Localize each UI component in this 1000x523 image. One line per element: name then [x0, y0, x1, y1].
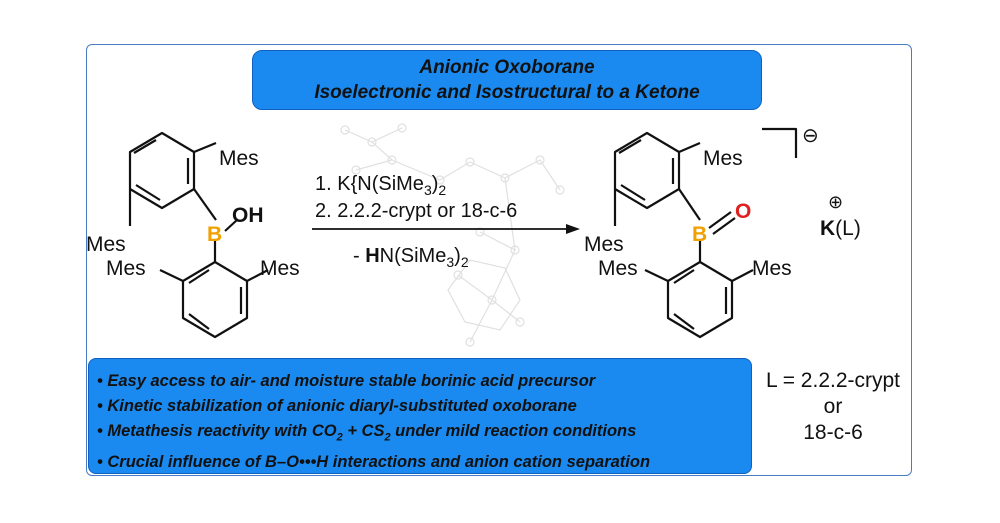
product-structure [613, 127, 798, 339]
anion-charge-icon: ⊖ [802, 125, 819, 147]
reactant-structure [128, 131, 269, 339]
reactant-mes-top: Mes [219, 147, 259, 170]
reactant-hydroxyl: OH [232, 204, 264, 227]
cation-charge-icon: ⊕ [828, 192, 843, 212]
crystal-structure-backdrop [340, 123, 565, 347]
product-mes-lower-right: Mes [752, 257, 792, 280]
ligand-definition: L = 2.2.2-crypt or 18-c-6 [760, 368, 906, 446]
counterion-label: K(L) [820, 217, 861, 240]
highlight-4: • Crucial influence of B–O•••H interacti… [97, 453, 651, 472]
reactant-mes-lower-left: Mes [106, 257, 146, 280]
product-mes-lower-left: Mes [598, 257, 638, 280]
ligand-line-2: or [823, 395, 843, 418]
highlight-1: • Easy access to air- and moisture stabl… [97, 372, 596, 390]
reactant-mes-left: Mes [86, 233, 126, 256]
highlights-box: • Easy access to air- and moisture stabl… [88, 358, 752, 474]
highlight-3: • Metathesis reactivity with CO2 + CS2 u… [97, 422, 637, 444]
title-banner: Anionic Oxoborane Isoelectronic and Isos… [252, 50, 762, 110]
product-oxygen: O [735, 200, 751, 223]
highlight-2: • Kinetic stabilization of anionic diary… [97, 397, 577, 415]
title-line-1: Anionic Oxoborane [419, 57, 595, 78]
product-boron: B [692, 223, 707, 246]
product-mes-left: Mes [584, 233, 624, 256]
ligand-line-3: 18-c-6 [803, 421, 863, 444]
reactant-mes-lower-right: Mes [260, 257, 300, 280]
condition-step-1: 1. K{N(SiMe3)2 [315, 173, 446, 198]
title-line-2: Isoelectronic and Isostructural to a Ket… [314, 82, 700, 103]
condition-step-2: 2. 2.2.2-crypt or 18-c-6 [315, 200, 517, 222]
ligand-line-1: L = 2.2.2-crypt [765, 369, 901, 392]
byproduct-label: - HN(SiMe3)2 [353, 245, 469, 270]
product-mes-top: Mes [703, 147, 743, 170]
reactant-boron: B [207, 223, 222, 246]
reaction-arrowhead [566, 224, 580, 234]
